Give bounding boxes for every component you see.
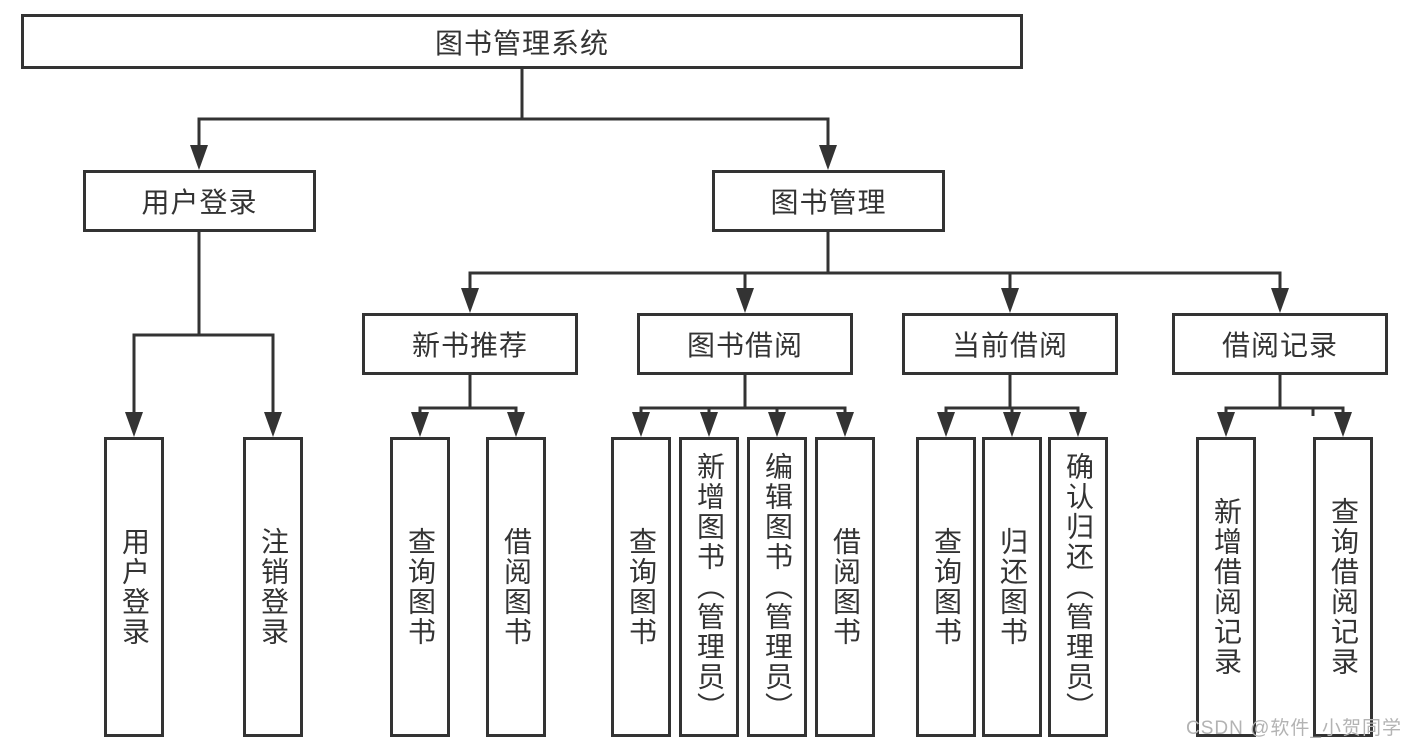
leaf-label: 查询图书 (931, 527, 962, 647)
leaf-borrowing-query-books: 查询图书 (611, 437, 671, 737)
arrow-icon (819, 145, 837, 170)
leaf-records-query-record: 查询借阅记录 (1313, 437, 1373, 737)
leaf-label: 查询图书 (626, 527, 657, 647)
arrow-icon (768, 412, 786, 437)
arrow-icon (1217, 412, 1235, 437)
arrow-icon (125, 412, 143, 437)
leaf-label: 查询图书 (405, 527, 436, 647)
arrow-icon (937, 412, 955, 437)
leaf-borrowing-borrow-books: 借阅图书 (815, 437, 875, 737)
leaf-label: 确认归还（管理员） (1063, 452, 1094, 722)
leaf-label: 查询借阅记录 (1328, 497, 1359, 677)
leaf-user-login: 用户登录 (104, 437, 164, 737)
arrow-icon (507, 412, 525, 437)
leaf-label: 新增图书（管理员） (694, 452, 725, 722)
leaf-newbook-borrow-books: 借阅图书 (486, 437, 546, 737)
arrow-icon (736, 288, 754, 313)
leaf-label: 新增借阅记录 (1211, 497, 1242, 677)
leaf-label: 用户登录 (119, 527, 150, 647)
arrow-icon (1334, 412, 1352, 437)
node-book-management: 图书管理 (712, 170, 945, 232)
arrow-icon (632, 412, 650, 437)
arrow-icon (1069, 412, 1087, 437)
leaf-borrowing-add-books-admin: 新增图书（管理员） (679, 437, 739, 737)
leaf-current-query-books: 查询图书 (916, 437, 976, 737)
arrow-icon (1271, 288, 1289, 313)
node-borrowing-records: 借阅记录 (1172, 313, 1388, 375)
node-user-login: 用户登录 (83, 170, 316, 232)
arrow-icon (264, 412, 282, 437)
node-book-borrowing: 图书借阅 (637, 313, 853, 375)
leaf-current-confirm-return-admin: 确认归还（管理员） (1048, 437, 1108, 737)
leaf-label: 借阅图书 (830, 527, 861, 647)
leaf-borrowing-edit-books-admin: 编辑图书（管理员） (747, 437, 807, 737)
arrow-icon (411, 412, 429, 437)
arrow-icon (190, 145, 208, 170)
leaf-records-add-record: 新增借阅记录 (1196, 437, 1256, 737)
arrow-icon (1001, 288, 1019, 313)
csdn-watermark: CSDN @软件_小贺同学 (1186, 718, 1402, 739)
leaf-logout: 注销登录 (243, 437, 303, 737)
leaf-newbook-query-books: 查询图书 (390, 437, 450, 737)
node-new-book-recommend: 新书推荐 (362, 313, 578, 375)
leaf-label: 注销登录 (258, 527, 289, 647)
arrow-icon (1003, 412, 1021, 437)
leaf-current-return-books: 归还图书 (982, 437, 1042, 737)
node-current-borrowing: 当前借阅 (902, 313, 1118, 375)
leaf-label: 归还图书 (997, 527, 1028, 647)
arrow-icon (700, 412, 718, 437)
arrow-icon (461, 288, 479, 313)
arrowheads (125, 145, 1352, 437)
arrow-icon (836, 412, 854, 437)
leaf-label: 借阅图书 (501, 527, 532, 647)
leaf-label: 编辑图书（管理员） (762, 452, 793, 722)
node-library-system: 图书管理系统 (21, 14, 1023, 69)
